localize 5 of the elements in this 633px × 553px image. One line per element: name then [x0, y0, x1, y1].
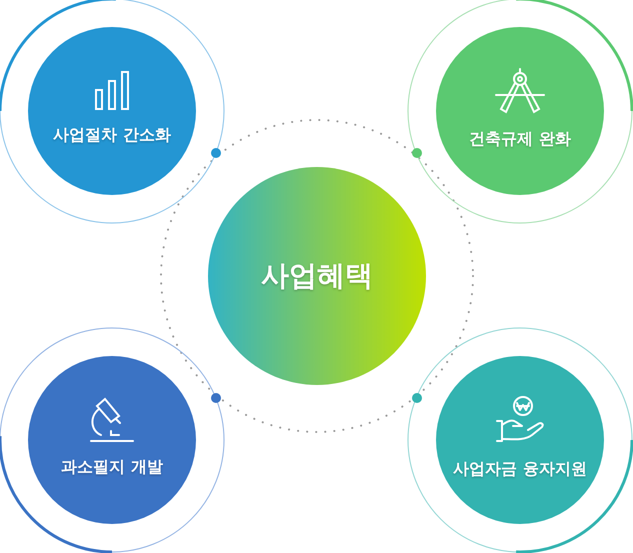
circle-label: 건축규제 완화 [469, 128, 571, 150]
circle-label: 사업절차 간소화 [53, 124, 171, 146]
circle-label: 사업자금 융자지원 [453, 458, 587, 480]
center-title: 사업혜택 [261, 258, 373, 294]
circle-label: 과소필지 개발 [61, 456, 163, 478]
